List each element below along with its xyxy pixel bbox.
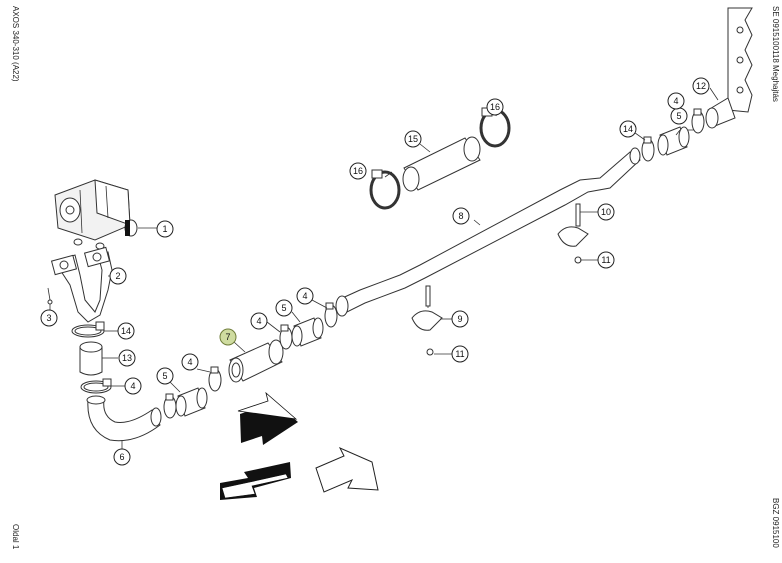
clamp-part-16a — [369, 169, 401, 210]
clamp-part-right-14 — [641, 136, 655, 162]
svg-text:5: 5 — [281, 303, 286, 313]
svg-text:3: 3 — [46, 313, 51, 323]
svg-text:5: 5 — [162, 371, 167, 381]
svg-text:12: 12 — [696, 81, 706, 91]
callout-14-right[interactable]: 14 — [619, 120, 637, 138]
svg-text:1: 1 — [162, 224, 167, 234]
callout-12[interactable]: 12 — [692, 77, 710, 95]
callout-5-a[interactable]: 5 — [156, 367, 174, 385]
svg-text:16: 16 — [353, 166, 363, 176]
callout-8[interactable]: 8 — [452, 207, 470, 225]
svg-text:11: 11 — [601, 255, 610, 265]
callout-9[interactable]: 9 — [451, 310, 469, 328]
gasket-rings — [73, 238, 105, 250]
callout-4-left[interactable]: 4 — [124, 377, 142, 395]
svg-text:14: 14 — [121, 326, 131, 336]
svg-text:4: 4 — [302, 291, 307, 301]
silencer-part — [228, 339, 284, 383]
svg-text:11: 11 — [455, 349, 464, 359]
callout-4-right[interactable]: 4 — [667, 92, 685, 110]
callout-13[interactable]: 13 — [118, 349, 136, 367]
bracket-part-right — [557, 203, 589, 264]
callout-3[interactable]: 3 — [40, 309, 58, 327]
clamp-part-e — [324, 302, 338, 328]
callout-15[interactable]: 15 — [404, 130, 422, 148]
svg-text:8: 8 — [458, 211, 463, 221]
tube-part — [402, 136, 481, 192]
stud-part — [47, 287, 53, 310]
callout-2[interactable]: 2 — [109, 267, 127, 285]
travel-direction-arrow-icon — [237, 391, 298, 445]
svg-text:15: 15 — [408, 134, 418, 144]
callout-10[interactable]: 10 — [597, 203, 615, 221]
callout-5-b[interactable]: 5 — [275, 299, 293, 317]
callout-11-b[interactable]: 11 — [597, 251, 615, 269]
plug-part — [124, 219, 157, 237]
callout-4-b[interactable]: 4 — [181, 353, 199, 371]
bracket-part — [411, 285, 443, 356]
callout-16-a[interactable]: 16 — [349, 162, 367, 180]
engine-block-fragment — [727, 7, 753, 113]
clamp-part-right-4 — [691, 108, 705, 134]
callout-5-c[interactable]: 5 — [670, 107, 688, 125]
outline-direction-arrow-icon — [315, 446, 379, 493]
callout-4-c[interactable]: 4 — [250, 312, 268, 330]
reverse-direction-arrow-icon — [220, 462, 291, 500]
elbow-pipe-part — [86, 395, 162, 442]
svg-text:4: 4 — [130, 381, 135, 391]
svg-text:4: 4 — [187, 357, 192, 367]
clamp-part-c — [208, 366, 222, 392]
sleeve-part — [79, 341, 103, 376]
callout-1[interactable]: 1 — [156, 220, 174, 238]
callout-11-a[interactable]: 11 — [451, 345, 469, 363]
svg-text:10: 10 — [601, 207, 611, 217]
sleeve-part-c — [657, 126, 690, 156]
svg-text:5: 5 — [676, 111, 681, 121]
callout-6[interactable]: 6 — [113, 448, 131, 466]
svg-text:2: 2 — [115, 271, 120, 281]
svg-text:13: 13 — [122, 353, 132, 363]
clamp-part-lower — [80, 378, 112, 394]
svg-text:16: 16 — [490, 102, 500, 112]
sleeve-part-b — [291, 317, 324, 347]
svg-text:6: 6 — [119, 452, 124, 462]
exhaust-pipe-part — [335, 147, 641, 317]
callout-4-d[interactable]: 4 — [296, 287, 314, 305]
exhaust-manifold-part — [50, 246, 113, 323]
callout-14-left[interactable]: 14 — [117, 322, 135, 340]
clamp-part-left — [71, 321, 105, 338]
svg-text:4: 4 — [673, 96, 678, 106]
leader-lines — [49, 87, 719, 450]
sleeve-part-a — [175, 387, 208, 417]
svg-text:14: 14 — [623, 124, 633, 134]
callout-7[interactable]: 7 — [219, 328, 237, 346]
svg-text:9: 9 — [457, 314, 462, 324]
svg-text:7: 7 — [225, 332, 230, 342]
pipe-adapter-part — [705, 97, 736, 129]
callout-16-b[interactable]: 16 — [486, 98, 504, 116]
svg-text:4: 4 — [256, 316, 261, 326]
